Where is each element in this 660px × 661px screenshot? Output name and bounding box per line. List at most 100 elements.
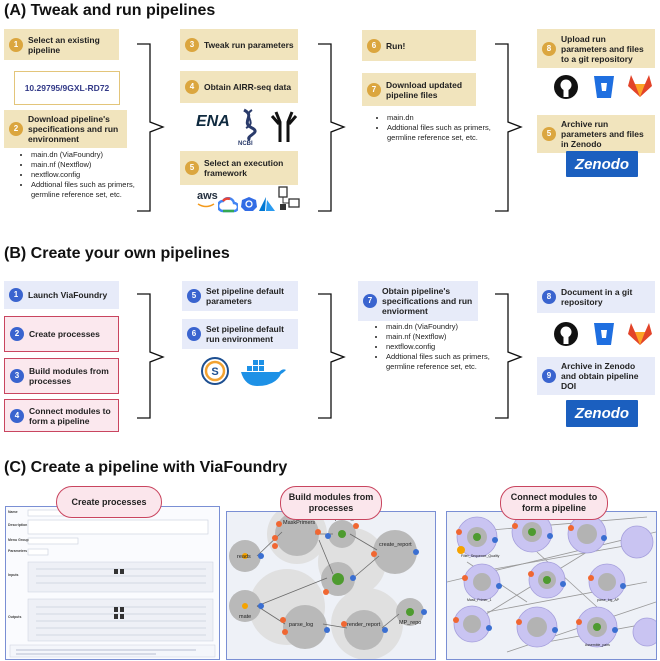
step-b5-box: 5 Set pipeline default parameters [182,281,298,311]
pipeline-node-label: Assemble_pairs [585,643,610,647]
pipeline-spec-list: main.dn (ViaFoundry) main.nf (Nextflow) … [374,322,494,372]
step-label: Archive in Zenodo and obtain pipeline DO… [561,361,639,391]
github-icon [554,75,578,99]
list-item: Addtional files such as primers, germlin… [387,123,495,143]
step-label: Upload run parameters and files to a git… [561,33,644,64]
module-node-label: render_report [347,622,381,628]
brace-a1 [137,43,165,212]
pipeline-node-label: Filter_Sequence_Quality [461,554,500,558]
step-badge: 1 [9,37,23,52]
gitlab-icon [628,75,652,97]
connect-modules-pill: Connect modules to form a pipeline [500,486,608,520]
step-label: Set pipeline default parameters [206,286,284,306]
bitbucket-icon [594,323,614,345]
list-item: nextflow.config [31,170,143,180]
create-processes-pill: Create processes [56,486,162,518]
gitlab-icon [628,323,652,345]
step-b7-box: 7 Obtain pipeline's specifications and r… [358,281,478,321]
docker-icon [241,360,286,386]
form-label: Description [8,523,28,527]
module-node-label: mate [239,614,252,620]
brace-a2 [318,43,346,212]
azure-icon [259,197,275,211]
step-badge: 5 [542,127,556,141]
step-badge: 2 [9,122,23,136]
section-a-title: (A) Tweak and run pipelines [4,2,216,19]
ncbi-text: NCBI [238,141,253,147]
step-badge: 6 [187,327,201,341]
form-label: Menu Group [8,538,29,542]
step-a7-box: 7 Download updated pipeline files [362,73,476,106]
ncbi-logo-icon [243,108,257,142]
section-b-braces [137,293,523,419]
step-badge: 3 [10,369,24,383]
updated-files-list: main.dn Addtional files such as primers,… [375,113,495,143]
module-node-label: reads [237,554,251,560]
step-label: Create processes [29,329,100,339]
step-badge: 3 [185,37,199,52]
step-b2-box: 2 Create processes [4,316,119,352]
doi-box[interactable]: 10.29795/9GXL-RD72 [14,71,120,105]
brace-b2 [318,293,346,419]
module-node-label: create_report [379,542,412,548]
step-label: Run! [386,40,406,51]
step-label: Select an existing pipeline [28,34,100,55]
step-badge: 2 [10,327,24,341]
antibody-icon [270,111,298,142]
step-badge: 8 [542,290,556,304]
step-b1-box: 1 Launch ViaFoundry [4,281,119,309]
step-b9-box: 9 Archive in Zenodo and obtain pipeline … [537,357,655,395]
step-label: Select an execution framework [204,158,284,178]
step-label: Connect modules to form a pipeline [29,405,111,426]
list-item: main.dn (ViaFoundry) [386,322,494,332]
bitbucket-icon [594,76,614,98]
module-node-label: parse_log [289,622,314,628]
step-a8-box: 8 Upload run parameters and files to a g… [537,29,655,68]
list-item: main.nf (Nextflow) [31,160,143,170]
ena-logo-icon: ENA [196,113,230,130]
section-a-braces [137,43,523,212]
zenodo-logo-icon: Zenodo [566,151,638,177]
step-badge: 9 [542,369,556,383]
step-b6-box: 6 Set pipeline default run environment [182,319,298,349]
step-b4-box: 4 Connect modules to form a pipeline [4,399,119,432]
kubernetes-icon [241,197,257,211]
step-a5-box: 5 Select an execution framework [180,151,298,185]
create-process-form-panel: Name Description Menu Group Parameters I… [5,506,220,660]
pipeline-node-label: parse_log_AP [597,598,619,602]
form-label: Parameters [8,549,28,553]
step-label: Document in a git repository [561,287,633,307]
step-badge: 7 [367,82,381,97]
step-label: Build modules from processes [29,366,109,386]
step-badge: 1 [9,288,23,302]
pipeline-node-label: Mask_Primer_1 [467,598,492,602]
step-badge: 4 [10,408,24,423]
svg-text:S: S [211,366,218,378]
step-label: Obtain AIRR-seq data [204,82,292,92]
pipeline-graph [447,512,656,653]
step-badge: 6 [367,38,381,53]
step-badge: 8 [542,41,556,56]
list-item: main.nf (Nextflow) [386,332,494,342]
step-b8-box: 8 Document in a git repository [537,281,655,313]
list-item: Addtional files such as primers, germlin… [31,180,143,200]
list-item: main.dn (ViaFoundry) [31,150,143,160]
singularity-icon: S [201,357,229,385]
build-modules-pill: Build modules from processes [280,486,382,520]
form-label: Inputs [8,573,19,577]
brace-b1 [137,293,165,419]
step-label: Download updated pipeline files [386,79,463,100]
module-graph [229,512,427,659]
step-badge: 7 [363,294,377,308]
step-a9-box: 5 Archive run parameters and files in Ze… [537,115,655,153]
step-label: Obtain pipeline's specifications and run… [382,286,473,316]
server-icon [278,186,300,210]
step-a6-box: 6 Run! [362,30,476,61]
aws-smile-icon [197,203,215,208]
module-node-label: MaskPrimers [283,520,316,526]
brace-b3 [495,293,523,419]
step-a4-box: 4 Obtain AIRR-seq data [180,71,298,103]
step-label: Set pipeline default run environment [206,324,284,344]
list-item: Addtional files such as primers, germlin… [386,352,494,372]
aws-logo-icon: aws [197,190,218,202]
